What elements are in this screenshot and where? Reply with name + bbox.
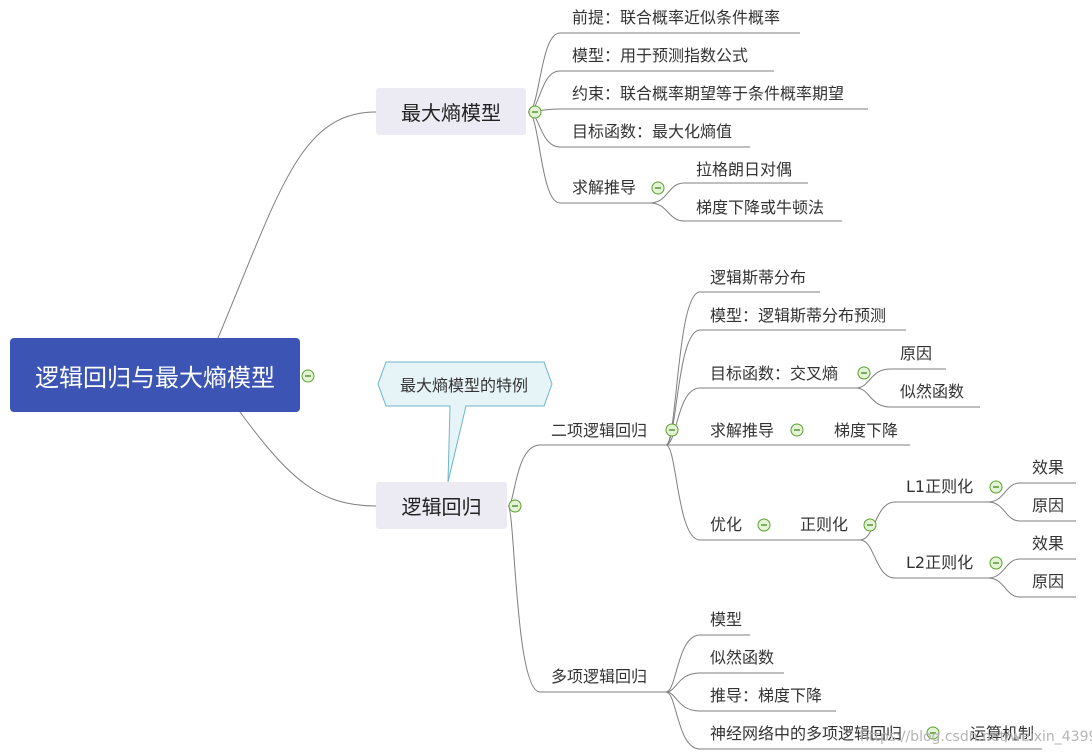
link-root-maxent [217, 111, 377, 339]
link-reg-l1 [859, 501, 988, 541]
collapse-toggle-icon[interactable] [651, 181, 665, 195]
callout-bubble [377, 361, 553, 483]
subtopic-binary-solve[interactable]: 求解推导 [710, 421, 775, 440]
subtopic-multi-logistic[interactable]: 多项逻辑回归 [551, 667, 648, 686]
link-maxent-3 [527, 108, 868, 113]
subtopic-l2-reason[interactable]: 原因 [1032, 572, 1065, 591]
collapse-toggles [301, 105, 1003, 740]
link-l1-2 [987, 501, 1076, 522]
topic-maxent-model[interactable]: 最大熵模型 [376, 88, 526, 135]
link-multi-4 [665, 691, 922, 750]
subtopic-objective[interactable]: 目标函数：最大化熵值 [572, 122, 733, 141]
link-multi-1 [665, 634, 750, 693]
subtopic-regularization[interactable]: 正则化 [800, 515, 849, 534]
link-multi-3 [665, 691, 836, 712]
collapse-toggle-icon[interactable] [790, 423, 804, 437]
collapse-toggle-icon[interactable] [857, 366, 871, 380]
collapse-toggle-icon[interactable] [528, 105, 542, 119]
subtopic-l2-effect[interactable]: 效果 [1032, 534, 1065, 553]
subtopic-l1-reason[interactable]: 原因 [1032, 496, 1065, 515]
link-root-logistic [239, 411, 377, 507]
topic-logistic-regression[interactable]: 逻辑回归 [376, 482, 507, 529]
link-logistic-multi [507, 505, 666, 693]
subtopic-multi-nn[interactable]: 神经网络中的多项逻辑回归 [710, 724, 903, 743]
subtopic-gradient-descent[interactable]: 梯度下降 [834, 421, 899, 440]
subtopic-constraint[interactable]: 约束：联合概率期望等于条件概率期望 [572, 84, 845, 103]
collapse-toggle-icon[interactable] [926, 726, 940, 740]
subtopic-binary-optimize[interactable]: 优化 [710, 515, 743, 534]
collapse-toggle-icon[interactable] [508, 499, 522, 513]
subtopic-objective-reason[interactable]: 原因 [900, 344, 933, 363]
subtopic-likelihood[interactable]: 似然函数 [900, 382, 965, 401]
subtopic-premise[interactable]: 前提：联合概率近似条件概率 [572, 8, 781, 27]
link-l2-2 [987, 577, 1076, 598]
link-binary-3 [665, 387, 856, 446]
subtopic-multi-model[interactable]: 模型 [710, 610, 743, 629]
subtopic-multi-likelihood[interactable]: 似然函数 [710, 648, 775, 667]
collapse-toggle-icon[interactable] [863, 518, 877, 532]
link-reg-l2 [859, 539, 988, 579]
subtopic-binary-objective[interactable]: 目标函数：交叉熵 [710, 364, 839, 383]
callout-label[interactable]: 最大熵模型的特例 [399, 376, 528, 395]
collapse-toggle-icon[interactable] [989, 480, 1003, 494]
link-l1-1 [987, 482, 1076, 503]
collapse-toggle-icon[interactable] [665, 423, 679, 437]
subtopic-l1-effect[interactable]: 效果 [1032, 458, 1065, 477]
link-solve-2 [649, 202, 842, 222]
collapse-toggle-icon[interactable] [301, 369, 315, 383]
subtopic-binary-logistic[interactable]: 二项逻辑回归 [551, 421, 648, 440]
subtopic-binary-model[interactable]: 模型：逻辑斯蒂分布预测 [710, 306, 887, 325]
watermark: https://blog.csdn.net/weixin_43999889 [860, 729, 1092, 745]
link-l2-1 [987, 558, 1076, 579]
subtopic-model[interactable]: 模型：用于预测指数公式 [572, 46, 749, 65]
link-obj-2 [855, 387, 980, 408]
subtopic-l2[interactable]: L2正则化 [906, 553, 974, 572]
collapse-toggle-icon[interactable] [757, 518, 771, 532]
subtopic-mechanism[interactable]: 运算机制 [970, 724, 1035, 743]
subtopic-l1[interactable]: L1正则化 [906, 477, 974, 496]
subtopic-multi-derivation[interactable]: 推导：梯度下降 [710, 686, 823, 705]
subtopic-lagrange[interactable]: 拉格朗日对偶 [696, 160, 793, 179]
link-obj-1 [855, 368, 946, 389]
link-multi-2 [665, 672, 784, 693]
link-logistic-binary [507, 444, 666, 507]
subtopic-logistic-distribution[interactable]: 逻辑斯蒂分布 [710, 268, 807, 287]
subtopic-solve[interactable]: 求解推导 [572, 178, 637, 197]
link-binary-2 [665, 329, 906, 446]
subtopic-gradient-newton[interactable]: 梯度下降或牛顿法 [696, 198, 825, 217]
root-topic[interactable]: 逻辑回归与最大熵模型 [10, 338, 300, 412]
link-binary-5 [665, 444, 756, 541]
link-binary-1 [665, 291, 820, 446]
link-solve-1 [649, 182, 808, 204]
collapse-toggle-icon[interactable] [989, 556, 1003, 570]
